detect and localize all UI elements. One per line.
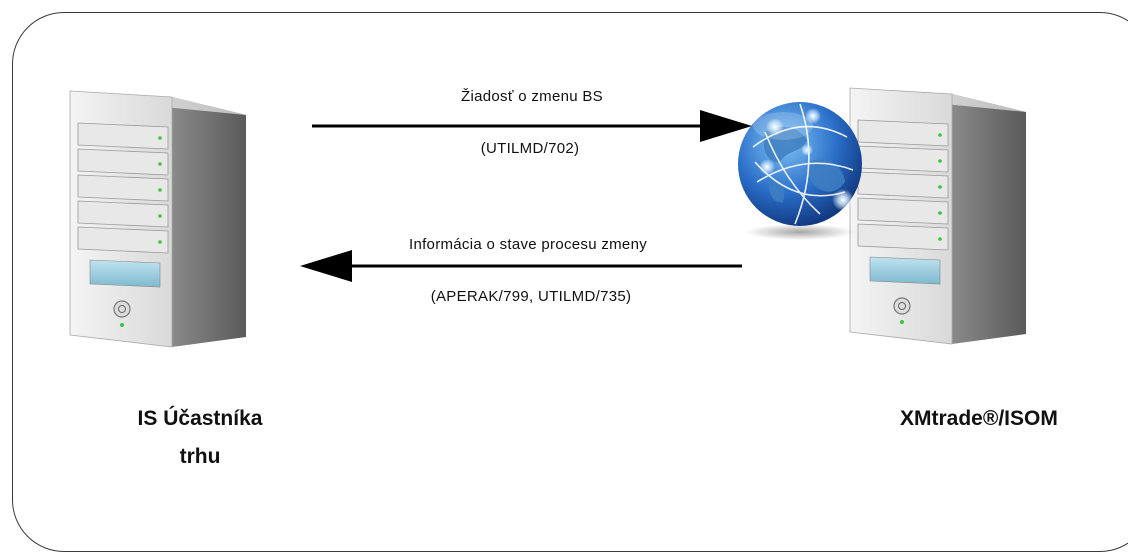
- response-label: Informácia o stave procesu zmeny: [408, 236, 648, 253]
- globe-network-icon: [738, 102, 862, 240]
- left-system-line2: trhu: [179, 445, 221, 468]
- request-arrow: [312, 110, 752, 142]
- request-code: (UTILMD/702): [480, 140, 580, 157]
- server-right-icon: [849, 87, 1026, 345]
- server-left-icon: [69, 90, 246, 348]
- response-code: (APERAK/799, UTILMD/735): [430, 288, 632, 305]
- response-arrow: [300, 250, 742, 282]
- arrows-layer: [300, 110, 752, 282]
- right-system-label: XMtrade®/ISOM: [900, 400, 1128, 438]
- left-system-line1: IS Účastníka: [137, 407, 263, 430]
- left-system-label: IS Účastníka trhu: [100, 400, 300, 476]
- right-system-name: XMtrade®/ISOM: [900, 407, 1058, 430]
- request-label: Žiadosť o zmenu BS: [461, 88, 603, 105]
